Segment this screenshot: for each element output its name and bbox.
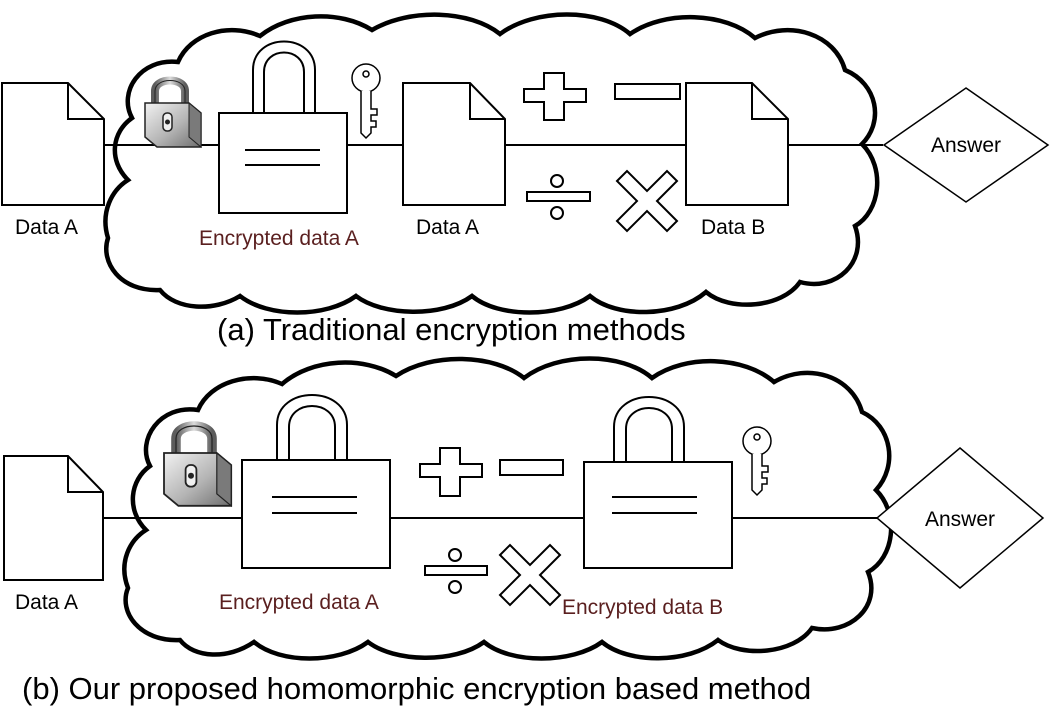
key-icon <box>351 63 381 140</box>
divide-icon <box>526 174 591 220</box>
document-icon <box>685 82 789 206</box>
document-icon <box>1 82 105 206</box>
plus-icon <box>523 72 587 121</box>
diamond-shape <box>882 87 1050 203</box>
result-label: Data B <box>701 216 765 239</box>
panel-a: Data A Encrypted data A <box>1 12 1050 347</box>
key-icon <box>742 426 772 497</box>
caption: (b) Our proposed homomorphic encryption … <box>22 671 811 706</box>
divide-icon <box>424 548 488 594</box>
encrypted-label: Encrypted data A <box>199 227 359 250</box>
minus-icon <box>614 83 681 100</box>
answer-label: Answer <box>925 508 995 531</box>
document-icon <box>3 455 104 581</box>
diamond-shape <box>875 447 1045 589</box>
answer-label: Answer <box>931 134 1001 157</box>
decrypted-label: Data A <box>416 216 479 239</box>
times-icon <box>498 543 562 607</box>
panel-b: Data A Encrypted data A <box>3 356 1045 706</box>
lock-icon <box>241 394 391 569</box>
input-label: Data A <box>15 216 78 239</box>
document-icon <box>402 82 506 206</box>
times-icon <box>615 169 679 233</box>
encrypted-label: Encrypted data A <box>219 591 379 614</box>
result-label: Encrypted data B <box>562 596 723 619</box>
lock-icon <box>218 40 348 214</box>
padlock-icon <box>144 76 202 149</box>
minus-icon <box>499 459 564 476</box>
padlock-icon <box>163 421 233 508</box>
plus-icon <box>419 447 483 497</box>
input-label: Data A <box>15 591 78 614</box>
cloud-shape <box>122 356 894 661</box>
lock-icon <box>583 396 733 569</box>
cloud-shape <box>103 12 880 315</box>
caption: (a) Traditional encryption methods <box>217 312 686 347</box>
